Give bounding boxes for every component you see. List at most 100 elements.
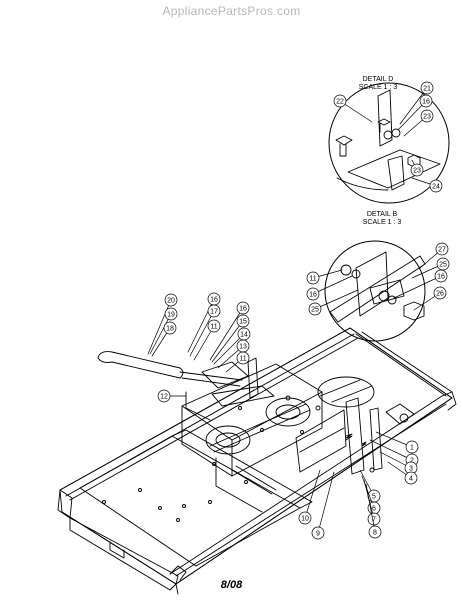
linkage-washer <box>399 413 409 423</box>
frame-right-rail <box>349 327 453 399</box>
detail-b-circle <box>324 240 426 342</box>
detail-d-circle <box>328 82 450 204</box>
callout-main-callouts-15: 4 <box>387 461 418 485</box>
callout-circle <box>420 109 434 123</box>
callout-detail-b-5: 25 <box>308 289 359 316</box>
callout-number: 15 <box>239 318 247 325</box>
fastener <box>158 506 162 510</box>
callout-detail-d-0: 21 <box>399 81 434 125</box>
gear-right <box>265 397 311 427</box>
callout-main-callouts-10: 11 <box>225 351 250 373</box>
callout-number: 6 <box>372 505 376 512</box>
watermark: AppliancePartsPros.com <box>162 4 301 18</box>
callout-number: 16 <box>210 296 218 303</box>
callout-leader <box>393 275 442 299</box>
callout-number: 20 <box>167 297 175 304</box>
callout-leader <box>317 471 335 534</box>
callout-number: 23 <box>423 113 431 120</box>
frame-front-notch <box>109 541 125 559</box>
detail-d-plate <box>347 149 441 189</box>
callout-leader <box>314 289 359 310</box>
callout-leader <box>365 483 376 533</box>
opening-crossbar <box>319 379 373 403</box>
callout-main-callouts-12: 1 <box>375 431 419 454</box>
callout-circle <box>163 321 177 335</box>
callout-number: 7 <box>372 516 376 523</box>
callout-circle <box>157 389 171 403</box>
callout-leader <box>209 307 244 361</box>
callout-leader <box>397 100 427 131</box>
detail-d-lower-bracket <box>387 155 405 191</box>
callout-main-callouts-2: 19 <box>149 307 178 355</box>
callout-number: 27 <box>438 246 446 253</box>
callout-number: 13 <box>239 343 247 350</box>
main-assembly <box>57 327 457 595</box>
callout-number: 11 <box>239 355 246 362</box>
linkage-arm-2 <box>369 407 383 471</box>
gear-right-inner <box>275 404 301 420</box>
deck-plate <box>79 435 301 567</box>
fastener <box>300 430 304 434</box>
callout-circle <box>429 179 443 193</box>
callout-leader <box>375 431 413 448</box>
detail-b-washer-3 <box>378 290 390 302</box>
detail-b-washer-4 <box>387 295 397 305</box>
callout-number: 11 <box>210 323 217 330</box>
callout-number: 4 <box>409 475 413 482</box>
fastener <box>244 480 248 484</box>
callout-detail-d-5: 24 <box>411 177 443 193</box>
fastener <box>182 504 186 508</box>
callout-circle <box>333 94 347 108</box>
callout-leader <box>304 469 321 519</box>
frame-bottom-rail <box>169 395 453 585</box>
callout-number: 16 <box>239 305 247 312</box>
callout-number: 18 <box>166 325 174 332</box>
callout-main-callouts-21: 10 <box>298 469 321 525</box>
callout-circle <box>236 301 250 315</box>
callout-circle <box>236 314 250 328</box>
callout-circle <box>434 269 448 283</box>
detail-d-nut <box>407 154 421 168</box>
callout-circle <box>164 293 178 307</box>
callout-number: 1 <box>410 444 414 451</box>
fastener <box>315 405 321 411</box>
callout-main-callouts-0: 20 <box>147 293 178 355</box>
callout-circle <box>311 526 325 540</box>
callout-circle <box>435 242 449 256</box>
callout-main-callouts-16: 5 <box>359 469 381 503</box>
callout-number: 12 <box>160 393 168 400</box>
callout-number: 8 <box>373 529 377 536</box>
callout-main-callouts-5: 11 <box>193 319 221 361</box>
detail-d-bolt-left <box>335 135 353 157</box>
callout-detail-b-1: 25 <box>411 257 450 279</box>
callout-number: 19 <box>167 311 175 318</box>
callout-leader <box>189 310 215 357</box>
center-housing-side <box>181 391 323 477</box>
callout-number: 21 <box>423 85 431 92</box>
callout-detail-b-6: 26 <box>413 286 447 311</box>
callout-circle <box>207 304 221 318</box>
center-rods <box>215 457 277 513</box>
callout-detail-d-3: 23 <box>403 109 434 137</box>
detail-b-channel <box>329 255 426 323</box>
callout-circle <box>298 511 312 525</box>
callout-number: 3 <box>409 465 413 472</box>
callout-main-callouts-9: 13 <box>217 339 250 369</box>
detail-b-washer-1 <box>340 264 352 276</box>
callout-circle <box>405 440 419 454</box>
detail-b-bracket <box>355 251 389 317</box>
callout-main-callouts-14: 3 <box>379 451 418 475</box>
gear-left <box>205 425 251 455</box>
callout-circle <box>420 81 434 95</box>
frame-corner-right <box>441 391 457 411</box>
callout-circle <box>308 302 322 316</box>
revision-date: 8/08 <box>220 579 243 591</box>
callout-number: 25 <box>311 306 319 313</box>
callout-number: 9 <box>316 530 320 537</box>
callout-leader <box>369 439 413 461</box>
callout-number: 16 <box>437 273 445 280</box>
fastener <box>208 500 212 504</box>
callout-leader <box>399 87 428 125</box>
